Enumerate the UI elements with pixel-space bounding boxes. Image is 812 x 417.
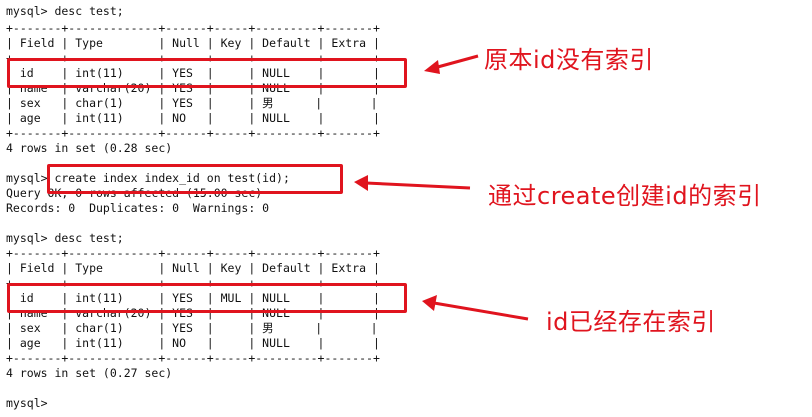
arrow-icon-3 (422, 295, 529, 321)
terminal-line: mysql> desc test; (6, 231, 124, 245)
terminal-line: | Field | Type | Null | Key | Default | … (6, 36, 380, 50)
terminal-line: | age | int(11) | NO | | NULL | | (6, 111, 380, 125)
terminal-line: mysql> create index index_id on test(id)… (6, 171, 290, 185)
terminal-line: +-------+-------------+------+-----+----… (6, 246, 380, 260)
terminal-line: | id | int(11) | YES | | NULL | | (6, 66, 380, 80)
terminal-line: | name | varchar(20) | YES | | NULL | | (6, 81, 380, 95)
terminal-line: | Field | Type | Null | Key | Default | … (6, 261, 380, 275)
terminal-line: mysql> (6, 396, 48, 410)
terminal-line: +-------+-------------+------+-----+----… (6, 126, 380, 140)
annotation-note-1: 原本id没有索引 (484, 46, 654, 74)
terminal-line: | id | int(11) | YES | MUL | NULL | | (6, 291, 380, 305)
highlight-id-row-after (7, 283, 407, 313)
arrow-icon-1 (424, 54, 479, 74)
terminal-line: 4 rows in set (0.28 sec) (6, 141, 173, 155)
annotation-note-3: id已经存在索引 (546, 308, 716, 336)
terminal-line: mysql> desc test; (6, 4, 124, 18)
terminal-line: +-------+-------------+------+-----+----… (6, 21, 380, 35)
highlight-create-index-command (47, 164, 343, 194)
highlight-id-row-before (7, 58, 407, 88)
terminal-line: | sex | char(1) | YES | | 男 | | (6, 321, 378, 335)
terminal-line: | sex | char(1) | YES | | 男 | | (6, 96, 378, 110)
terminal-line: +-------+-------------+------+-----+----… (6, 351, 380, 365)
terminal-output: mysql> desc test;+-------+-------------+… (6, 0, 446, 417)
annotation-note-2: 通过create创建id的索引 (488, 182, 762, 210)
terminal-line: | name | varchar(20) | YES | | NULL | | (6, 306, 380, 320)
arrow-icon-2 (354, 175, 471, 191)
terminal-line: | age | int(11) | NO | | NULL | | (6, 336, 380, 350)
terminal-line: Records: 0 Duplicates: 0 Warnings: 0 (6, 201, 270, 215)
terminal-line: 4 rows in set (0.27 sec) (6, 366, 173, 380)
